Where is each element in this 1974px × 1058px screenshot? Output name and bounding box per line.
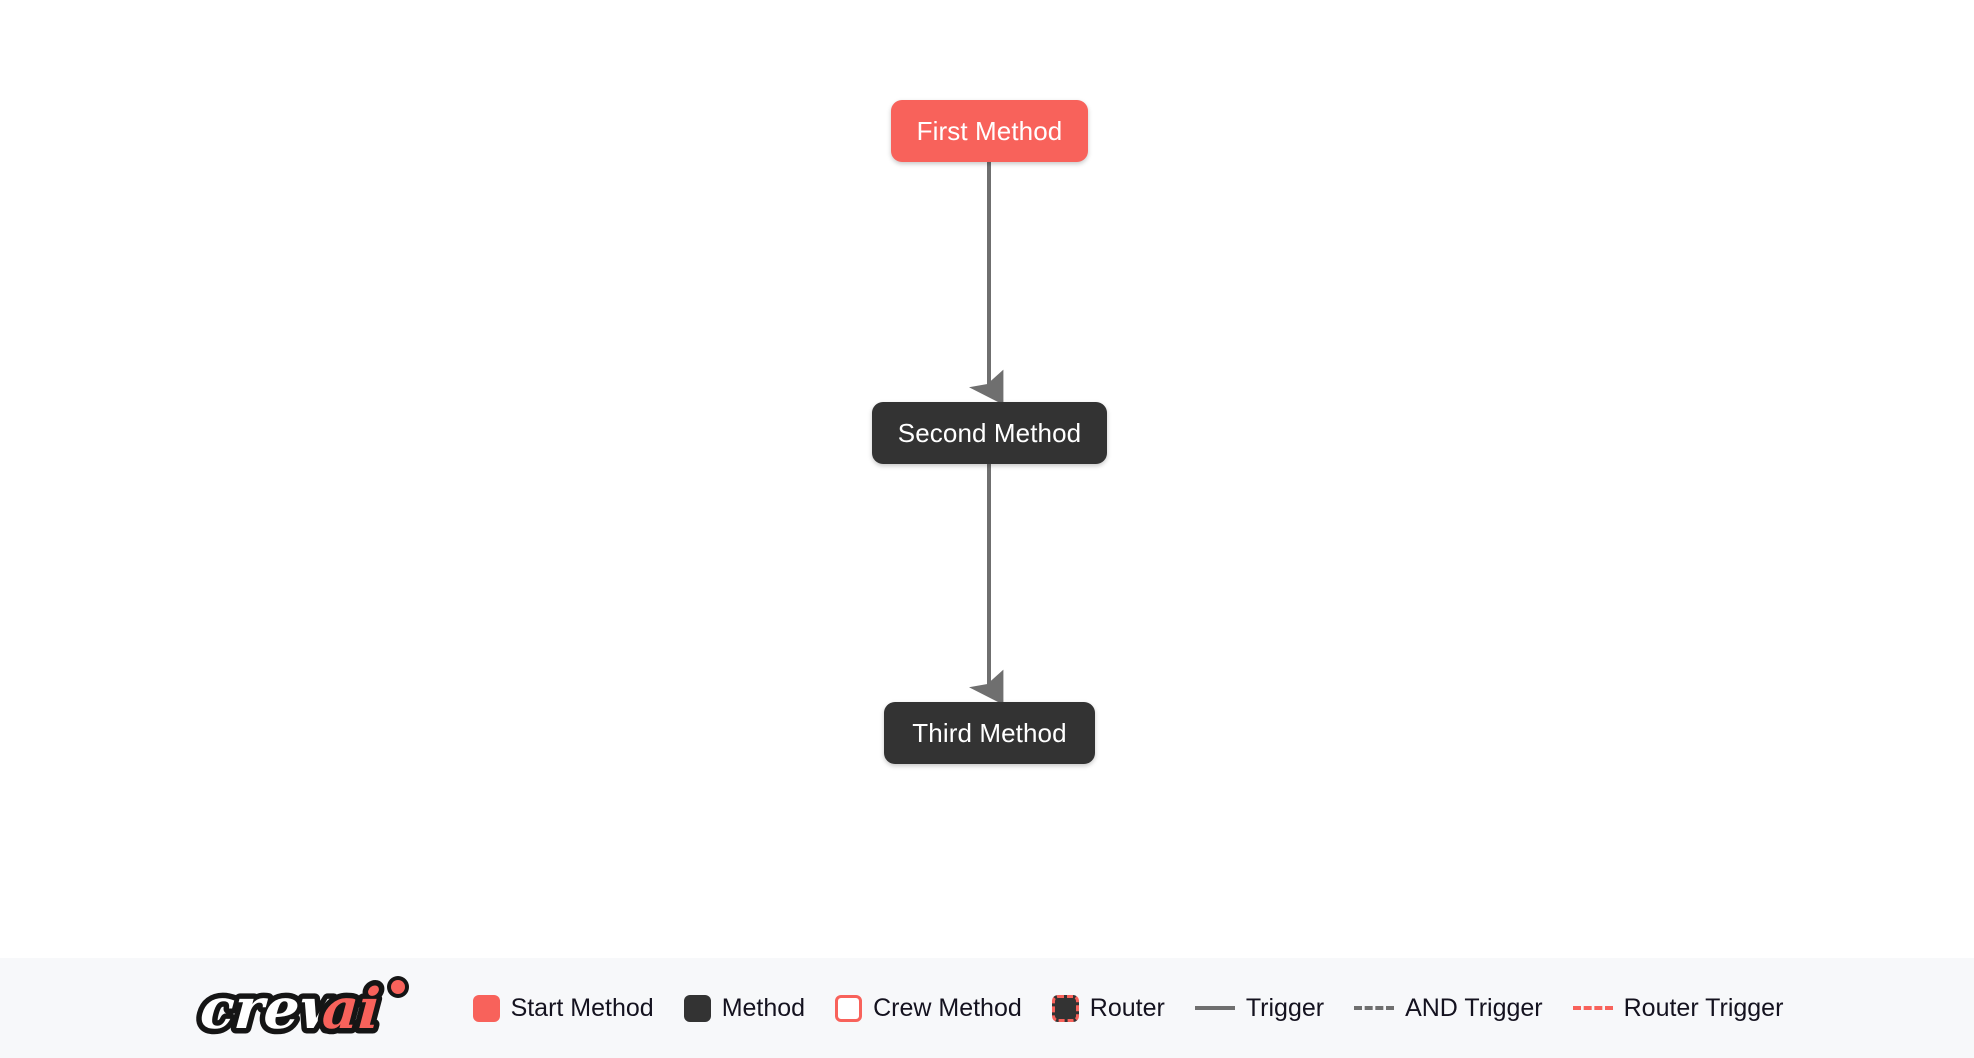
legend-label: Start Method: [510, 993, 654, 1022]
svg-text:ai: ai: [320, 976, 382, 1042]
legend-label: Router Trigger: [1623, 993, 1784, 1022]
legend-item-start-method: Start Method: [472, 993, 654, 1022]
flow-node-label: Second Method: [897, 418, 1082, 448]
legend-item-router-trigger: Router Trigger: [1572, 993, 1784, 1022]
legend-label: Method: [721, 993, 806, 1022]
flow-node-first-method[interactable]: First Method: [891, 100, 1088, 162]
legend-label: AND Trigger: [1405, 993, 1543, 1022]
flow-node-label: First Method: [916, 116, 1063, 146]
legend-item-router: Router: [1051, 993, 1165, 1022]
flow-node-label: Third Method: [912, 718, 1067, 748]
flow-canvas[interactable]: First Method Second Method Third Method: [0, 0, 1974, 958]
crewai-logo: crew crew ai ai: [192, 972, 409, 1044]
crew-method-swatch-icon: [835, 994, 863, 1022]
svg-text:crew: crew: [198, 976, 352, 1042]
method-swatch-icon: [683, 994, 711, 1022]
legend-bar: crew crew ai ai Start Method Method Crew…: [0, 958, 1974, 1058]
legend-item-method: Method: [683, 993, 806, 1022]
legend-label: Crew Method: [873, 993, 1022, 1022]
legend-item-and-trigger: AND Trigger: [1354, 993, 1543, 1022]
legend-label: Router: [1089, 993, 1165, 1022]
svg-text:crew: crew: [198, 976, 352, 1042]
svg-text:ai: ai: [320, 976, 382, 1042]
router-swatch-icon: [1051, 994, 1079, 1022]
legend-item-crew-method: Crew Method: [835, 993, 1022, 1022]
start-method-swatch-icon: [472, 994, 500, 1022]
flow-node-second-method[interactable]: Second Method: [872, 402, 1107, 464]
and-trigger-line-icon: [1354, 1006, 1395, 1010]
trigger-line-icon: [1194, 1006, 1235, 1010]
legend-label: Trigger: [1245, 993, 1325, 1022]
legend-item-trigger: Trigger: [1194, 993, 1325, 1022]
flow-node-third-method[interactable]: Third Method: [884, 702, 1095, 764]
router-trigger-line-icon: [1572, 1006, 1613, 1010]
